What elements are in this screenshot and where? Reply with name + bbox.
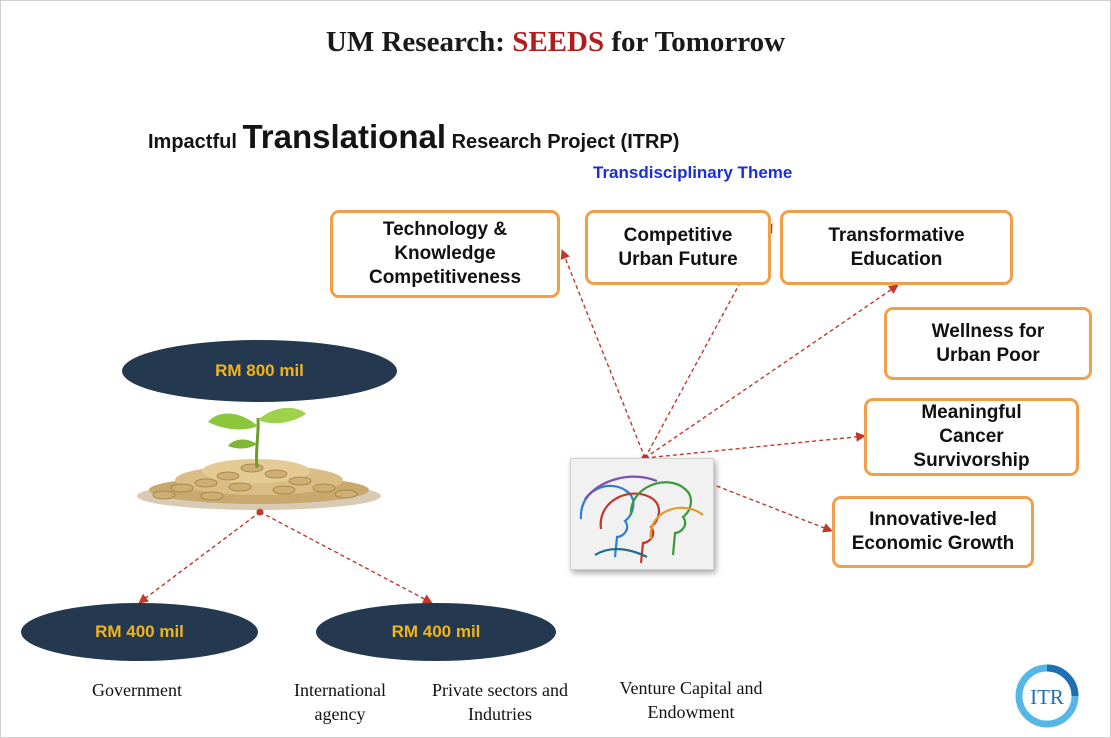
arrow-to-cancer [644,432,866,459]
theme-transformative-education: Transformative Education [780,210,1013,285]
source-venture-capital: Venture Capital and Endowment [619,678,763,722]
title-highlight: SEEDS [512,26,605,58]
theme-wellness-urban-poor: Wellness for Urban Poor [884,307,1092,380]
subtitle-part-3: Research Project (ITRP) [446,131,680,153]
page-title: UM Research: SEEDS for Tomorrow [0,26,1111,59]
theme-label: Transdisciplinary Theme [593,163,793,182]
arrow-to-private [259,511,433,604]
title-prefix: UM Research: [325,26,513,58]
source-international-agency: International agency [294,680,386,724]
subtitle-part-2: Translational [242,118,447,155]
title-suffix: for Tomorrow [604,26,786,58]
funding-oval-left: RM 400 mil [21,603,258,661]
arrow-to-economic [644,457,833,533]
arrow-to-government [138,511,261,604]
arrow-to-education [644,284,899,459]
arrow-to-technology [560,249,646,459]
funding-oval-right: RM 400 mil [316,603,556,661]
seedling-on-coins-icon [137,407,381,510]
page-subtitle: Impactful Translational Research Project… [148,118,679,156]
subtitle-part-1: Impactful [148,131,243,153]
funding-oval-total: RM 800 mil [122,340,397,402]
interlinked-heads-icon [570,458,714,570]
theme-technology-knowledge: Technology & Knowledge Competitiveness [330,210,560,298]
hub-dot-funding [256,508,264,516]
source-government: Government [92,680,182,700]
theme-innovative-economic-growth: Innovative-led Economic Growth [832,496,1034,568]
theme-competitive-urban-future: Competitive Urban Future [585,210,771,285]
theme-cancer-survivorship: Meaningful Cancer Survivorship [864,398,1079,476]
arrow-to-urban-future [644,223,773,459]
itr-logo-icon: ITR [1013,662,1081,730]
source-private-sectors: Private sectors and Indutries [432,680,568,724]
logo-text: ITR [1030,685,1064,709]
